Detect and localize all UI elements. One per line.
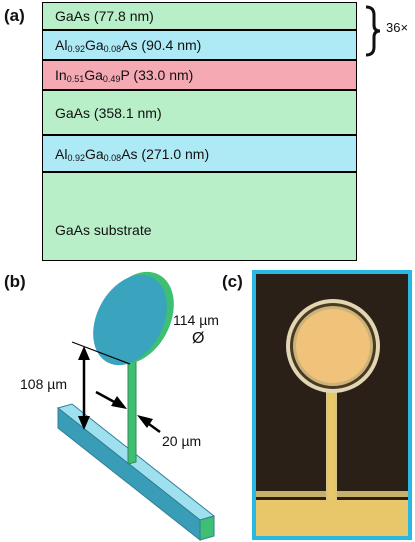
diameter-value-label: 114 µm [173,312,219,328]
layer-3-prefix: In [55,67,67,83]
panel-c-label: (c) [222,272,243,291]
bottom-trace [256,500,408,536]
layer-2-sub1: 0.92 [67,44,85,54]
panel-a-label: (a) [4,6,25,25]
layer-1: GaAs (77.8 nm) [42,2,357,30]
base-bar-side [199,515,215,541]
repeat-count-label: 36× [386,20,409,35]
disk-face [296,309,370,383]
layer-4: GaAs (358.1 nm) [42,90,357,135]
width-arrow-right-head [137,415,153,428]
height-arrow-up [78,346,90,360]
height-arrow-down [78,416,90,430]
pad-face [93,274,167,366]
layer-5-suffix: As (271.0 nm) [121,145,210,162]
panel-b-label: (b) [4,272,26,291]
layer-5-sub1: 0.92 [67,152,85,163]
layer-3-sub1: 0.51 [66,74,85,84]
layer-3-sub2: 0.49 [102,74,121,84]
layer-6-prefix: GaAs substrate [55,222,152,238]
layer-2-sub2: 0.08 [103,44,122,54]
layer-2-prefix: Al [55,37,68,53]
layer-4-prefix: GaAs (358.1 nm) [55,104,162,121]
diameter-symbol: Ø [192,330,205,347]
cantilever-schematic [56,271,216,542]
width-arrow-left-head [111,396,127,409]
layer-5-sub2: 0.08 [103,152,122,163]
layer-2-suffix: As (90.4 nm) [121,37,202,53]
stem-core [328,380,335,501]
height-label: 108 µm [20,376,67,392]
repeat-bracket-icon [365,5,381,57]
layer-6: GaAs substrate [42,172,357,261]
width-label: 20 µm [162,433,202,449]
layer-3-suffix: P (33.0 nm) [120,67,194,83]
layer-3-mid: Ga [84,67,103,83]
layer-5-prefix: Al [55,145,68,162]
height-top-guide [71,341,131,365]
layer-2-mid: Ga [84,37,104,53]
layer-5-mid: Ga [84,145,104,162]
layer-1-prefix: GaAs (77.8 nm) [55,8,154,24]
